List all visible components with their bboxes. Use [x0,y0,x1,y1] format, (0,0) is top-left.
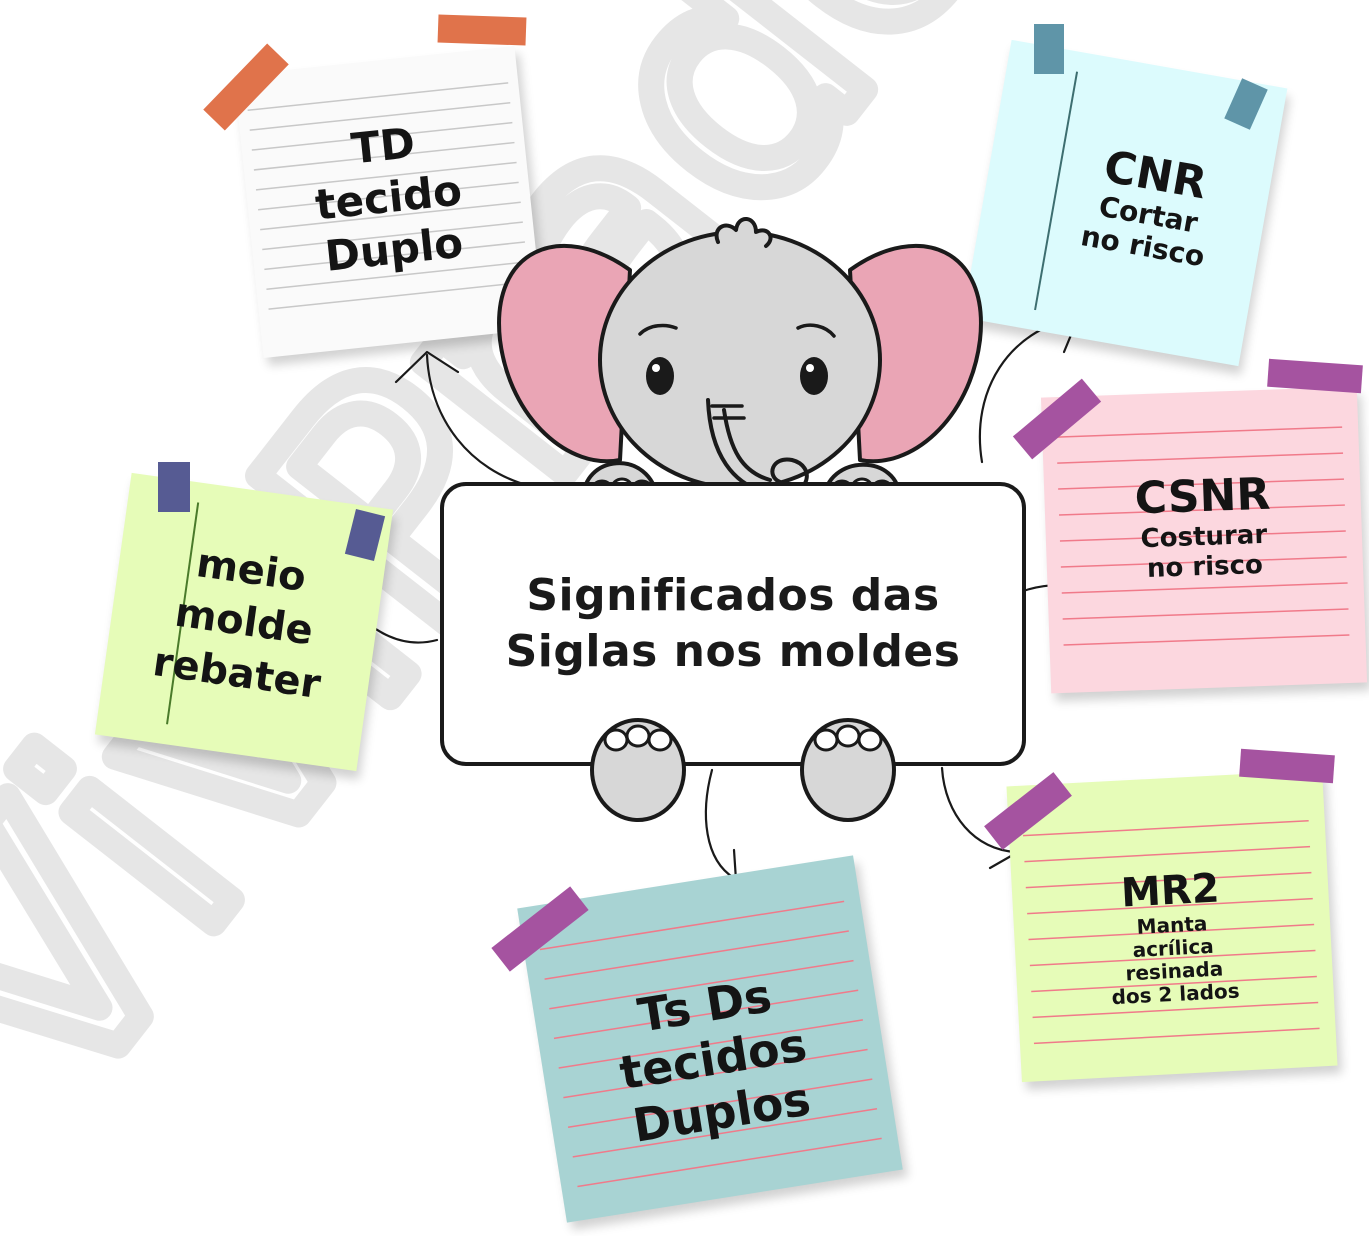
center-title-line2: Siglas nos moldes [505,626,961,677]
note-lines [1056,426,1350,646]
note-lines [247,82,530,310]
arrow-icon [394,350,532,488]
note-cnr: CNR Cortar no risco [962,39,1288,367]
tape-strip [1034,24,1064,74]
note-csnr: CSNR Costurar no risco [1040,386,1368,694]
note-mr2: MR2 Manta acrílica resinada dos 2 lados [1006,769,1338,1083]
elephant-feet [590,718,896,822]
note-mr2-line4: dos 2 lados [1110,978,1241,1010]
note-tsds: Ts Ds tecidos Duplos [517,855,903,1223]
elephant-left-brow [638,323,678,336]
elephant-left-eye [646,357,674,395]
note-csnr-title: CSNR [1133,468,1272,525]
elephant-left-ear [497,243,632,464]
note-td: TD tecido Duplo [233,46,545,358]
elephant-head-shape [598,230,882,490]
note-lines [1023,819,1320,1045]
note-td-line1: TD [348,118,418,174]
elephant-illustration [497,217,983,502]
tape-strip [158,462,190,512]
note-meio: meio molde rebater [94,472,394,772]
note-margin-line [166,502,200,725]
elephant-right-eye [800,357,828,395]
note-mr2-title: MR2 [1119,865,1221,917]
center-title-line1: Significados das [526,570,940,621]
note-csnr-line1: Costurar [1140,519,1268,555]
elephant-tuft [714,217,773,248]
elephant-right-ear [848,243,983,464]
center-sign: Significados das Siglas nos moldes [440,482,1026,766]
tape-strip [437,14,527,46]
elephant-right-brow [796,323,836,338]
note-margin-line [1034,71,1079,311]
note-csnr-line2: no risco [1146,549,1264,584]
note-lines [539,900,882,1188]
